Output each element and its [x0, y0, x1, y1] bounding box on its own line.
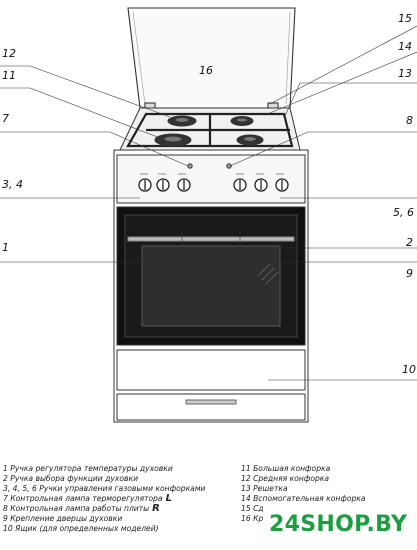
control-panel: [116, 154, 306, 204]
brand-watermark: 24SHOP.BY: [263, 506, 415, 546]
legend-item: 3, 4, 5, 6 Ручки управления газовыми кон…: [3, 484, 205, 494]
callout-13: 13: [398, 67, 412, 80]
lid: [127, 7, 296, 110]
plinth: [116, 393, 306, 421]
burner-back-right: [236, 134, 264, 146]
legend-item-text: Решетка: [253, 484, 288, 493]
legend-item: 10 Ящик (для определенных моделей): [3, 524, 205, 534]
legend-item-number: 11: [241, 464, 251, 473]
burner-medium: [230, 116, 254, 126]
legend-item-number: 7: [3, 494, 8, 503]
legend-item: 11 Большая конфорка: [241, 464, 366, 474]
legend-item-text: Ручка регулятора температуры духовки: [10, 464, 173, 473]
oven-window: [141, 245, 281, 327]
leader-lines: [0, 25, 417, 381]
callout-9: 9: [406, 267, 413, 280]
legend-item-number: 2: [3, 474, 8, 483]
callout-7: 7: [2, 112, 9, 125]
legend-item: 2 Ручка выбора функции духовки: [3, 474, 205, 484]
legend-item-mark: L: [165, 493, 172, 504]
legend-item-number: 10: [3, 524, 13, 533]
storage-drawer: [116, 349, 306, 391]
callout-12: 12: [2, 47, 16, 60]
legend-item: 16 Кр: [241, 514, 366, 524]
legend-item-number: 16: [241, 514, 251, 523]
legend-item-number: 1: [3, 464, 8, 473]
thermostat-lamp: [187, 163, 193, 169]
legend-item: 15 Сд: [241, 504, 366, 514]
window-glare: [257, 263, 279, 285]
callout-1: 1: [2, 241, 9, 254]
callout-11: 11: [2, 69, 16, 82]
legend-item-text: Вспомогательная конфорка: [253, 494, 366, 503]
legend-item-text: Крепление дверцы духовки: [10, 514, 123, 523]
legend-item-text: Большая конфорка: [253, 464, 331, 473]
legend-item-text: Контрольная лампа терморегулятора: [10, 494, 163, 503]
legend-item-number: 13: [241, 484, 251, 493]
legend-item-text: Ящик (для определенных моделей): [15, 524, 159, 533]
hob: [119, 107, 301, 151]
callout-8: 8: [406, 114, 413, 127]
callout-2: 2: [406, 236, 413, 249]
legend-item: 1 Ручка регулятора температуры духовки: [3, 464, 205, 474]
callout-3-4: 3, 4: [2, 178, 23, 191]
callout-16: 16: [199, 64, 213, 77]
legend-item-number: 12: [241, 474, 251, 483]
legend-item-number: 14: [241, 494, 251, 503]
legend-item-number: 3, 4, 5, 6: [3, 484, 37, 493]
power-lamp: [226, 163, 232, 169]
legend-item-text: Контрольная лампа работы плиты: [10, 504, 150, 513]
grate: [126, 112, 294, 148]
legend-item: 9 Крепление дверцы духовки: [3, 514, 205, 524]
callout-14: 14: [398, 40, 412, 53]
legend-item-mark: R: [152, 503, 160, 514]
legend-item: 13 Решетка: [241, 484, 366, 494]
burner-large: [167, 115, 197, 127]
legend-item-number: 8: [3, 504, 8, 513]
legend-item-text: Ручки управления газовыми конфорками: [39, 484, 206, 493]
burner-auxiliary: [154, 133, 192, 147]
callout-5-6: 5, 6: [393, 206, 414, 219]
legend-item: 12 Средняя конфорка: [241, 474, 366, 484]
legend-item-text: Сд: [253, 504, 264, 513]
callout-15: 15: [398, 12, 412, 25]
stove-body: [113, 149, 309, 423]
legend-item-text: Кр: [253, 514, 264, 523]
legend-item-text: Средняя конфорка: [253, 474, 330, 483]
legend-item: 14 Вспомогательная конфорка: [241, 494, 366, 504]
drawer-handle[interactable]: [185, 399, 237, 405]
legend-item-number: 15: [241, 504, 251, 513]
legend-item-text: Ручка выбора функции духовки: [10, 474, 139, 483]
legend-item-number: 9: [3, 514, 8, 523]
brand-logo-text: 24SHOP.BY: [269, 512, 408, 537]
oven-door-handle[interactable]: [127, 236, 295, 242]
callout-10: 10: [402, 363, 416, 376]
